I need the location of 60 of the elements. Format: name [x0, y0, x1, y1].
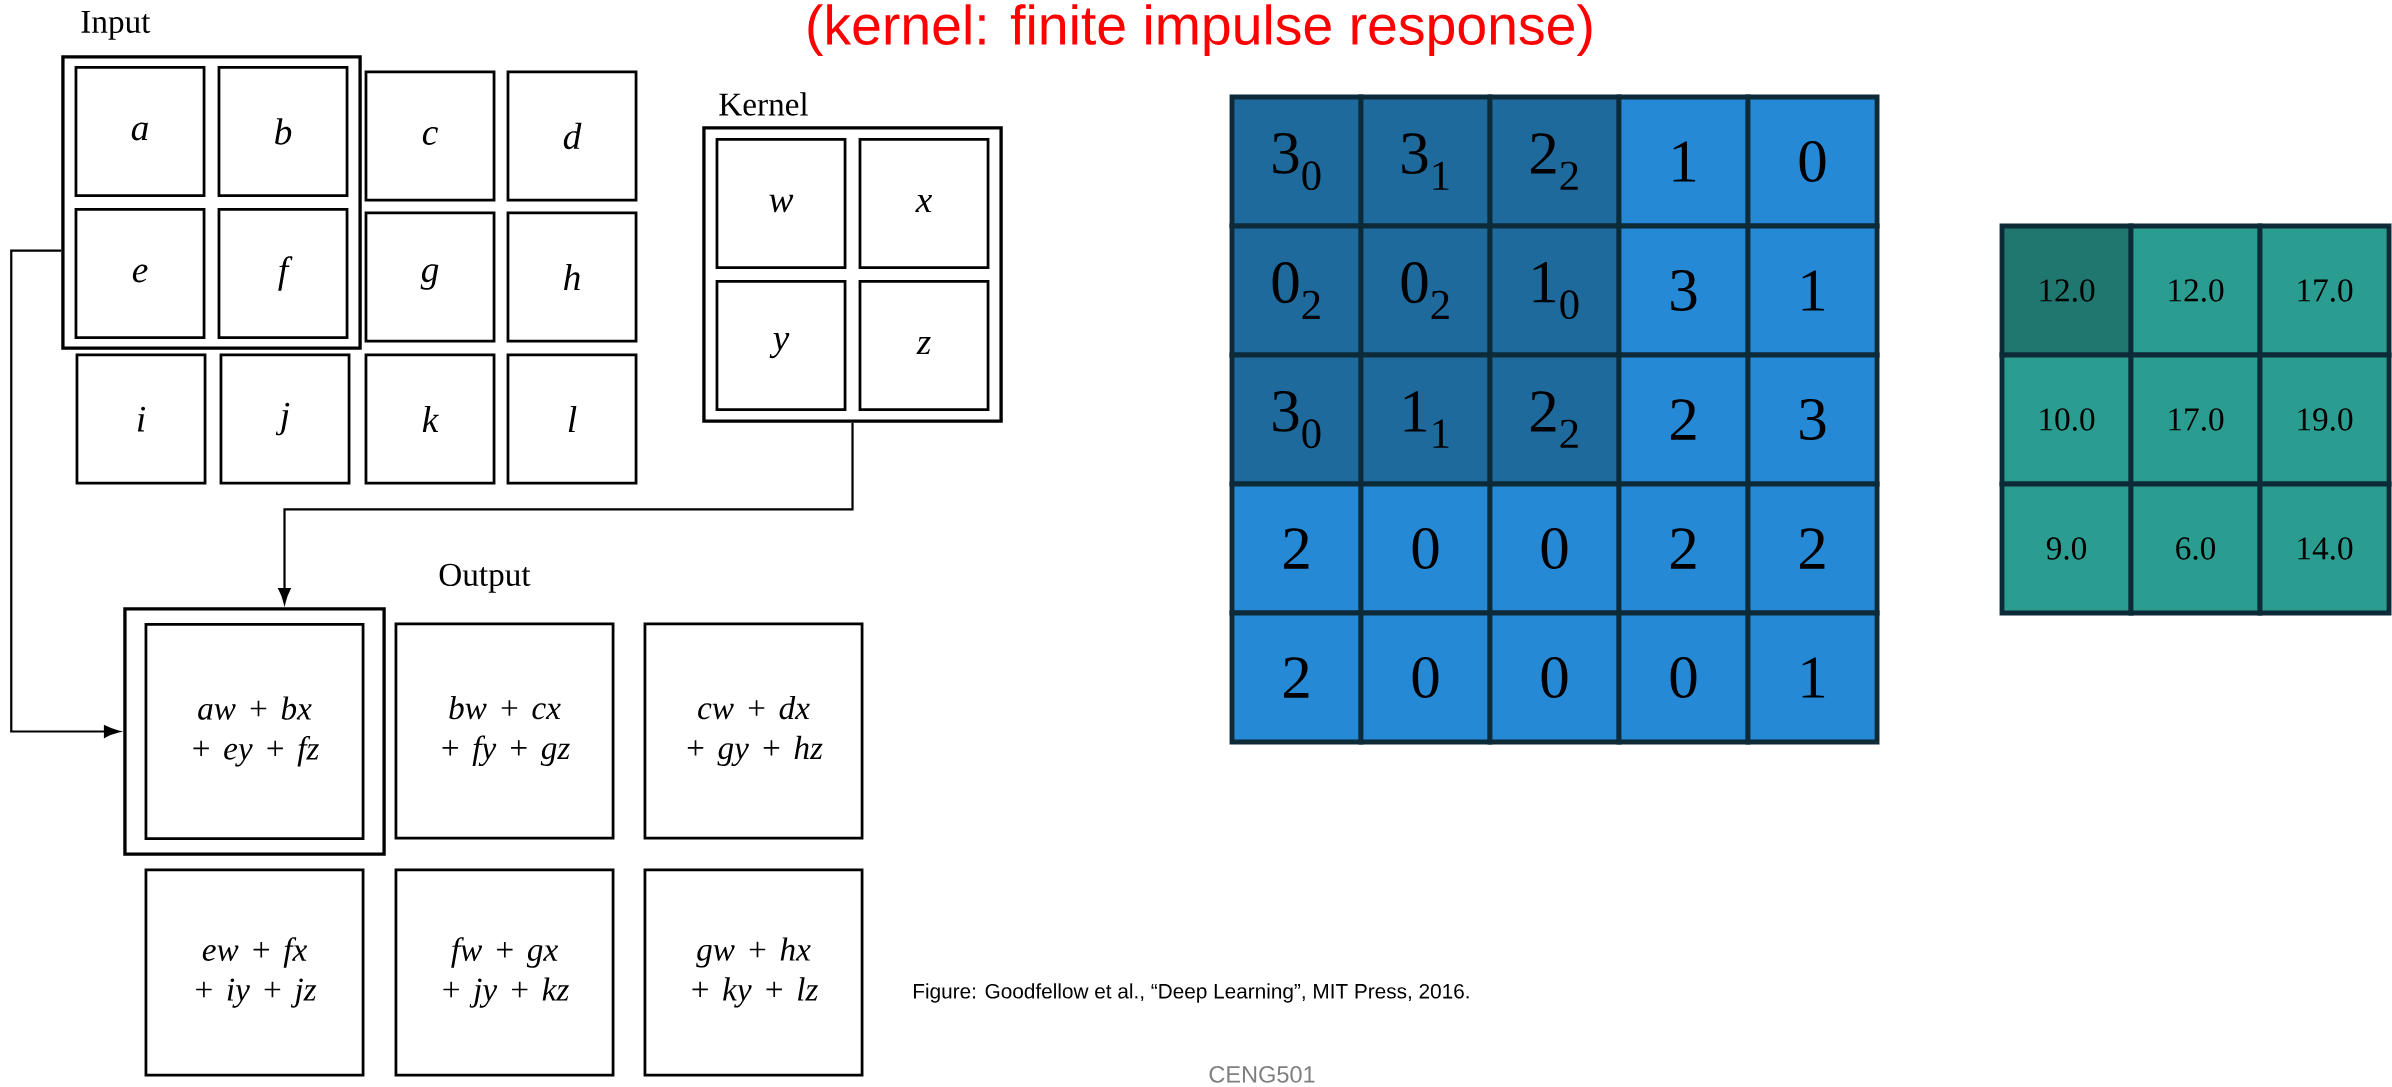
grid-heading: Input: [81, 10, 151, 40]
grid-cell: 0: [1358, 481, 1493, 616]
input-cell: g: [364, 211, 496, 343]
grid-cell: 3: [1745, 352, 1880, 487]
input-cell: b: [217, 66, 349, 197]
grid-cell: 17.0: [2128, 352, 2263, 487]
input-cell: j: [219, 353, 351, 485]
title: (kernel: finite impulse response): [808, 4, 1592, 56]
output-cell: bw + cx + fy + gz: [394, 622, 615, 840]
grid-cell: 3$_{1}$: [1358, 94, 1493, 229]
output-cell: aw + bx + ey + fz: [144, 623, 365, 840]
grid-cell: 19.0: [2257, 352, 2392, 487]
grid-cell: 0$_{2}$: [1358, 223, 1493, 358]
output-cell: ew + fx + iy + jz: [144, 868, 365, 1077]
node-label: Kernel: [719, 92, 809, 116]
grid-cell: 2: [1229, 481, 1364, 616]
grid-cell: 3$_{0}$: [1229, 352, 1364, 487]
grid-cell: 2: [1229, 610, 1364, 745]
output-cell: fw + gx + jy + kz: [394, 868, 615, 1077]
grid-cell: 2$_{2}$: [1487, 352, 1622, 487]
grid-cell: 12.0: [2128, 223, 2263, 358]
kernel-cell: w: [715, 138, 847, 269]
grid-cell: 12.0: [1999, 223, 2134, 358]
grid-cell: 17.0: [2257, 223, 2392, 358]
grid-cell: 14.0: [2257, 481, 2392, 616]
footer-text: CENG501: [1209, 1066, 1315, 1083]
grid-cell: 10.0: [1999, 352, 2134, 487]
output-cell: gw + hx + ky + lz: [643, 868, 864, 1077]
input-cell: f: [217, 208, 349, 339]
grid-cell: 0: [1745, 94, 1880, 229]
grid-cell: 0: [1487, 610, 1622, 745]
grid-cell: 2: [1616, 481, 1751, 616]
grid-cell: 2$_{2}$: [1487, 94, 1622, 229]
grid-cell: 3$_{0}$: [1229, 94, 1364, 229]
window-frame: [123, 607, 386, 856]
grid-cell: 2: [1616, 352, 1751, 487]
grid-cell: 2: [1745, 481, 1880, 616]
kernel-cell: z: [858, 280, 990, 411]
grid-cell: 1: [1745, 223, 1880, 358]
grid-cell: 3: [1616, 223, 1751, 358]
kernel-cell: y: [715, 280, 847, 411]
grid-cell: 9.0: [1999, 481, 2134, 616]
input-cell: d: [506, 70, 638, 202]
kernel-cell: x: [858, 138, 990, 269]
grid-cell: 1$_{0}$: [1487, 223, 1622, 358]
window-frame: [61, 55, 362, 350]
grid-cell: 1: [1745, 610, 1880, 745]
grid-cell: 1: [1616, 94, 1751, 229]
input-cell: c: [364, 70, 496, 202]
grid-cell: 0$_{2}$: [1229, 223, 1364, 358]
grid-cell: 0: [1358, 610, 1493, 745]
grid-cell: 0: [1616, 610, 1751, 745]
caption: Figure: Goodfellow et al., “Deep Learning”, MIT Press, 2016.: [914, 983, 1469, 1003]
input-cell: e: [74, 208, 206, 339]
grid-cell: 1$_{1}$: [1358, 352, 1493, 487]
output-cell: cw + dx + gy + hz: [643, 622, 864, 840]
input-cell: a: [74, 66, 206, 197]
grid-cell: 6.0: [2128, 481, 2263, 616]
grid-cell: 0: [1487, 481, 1622, 616]
input-cell: h: [506, 211, 638, 343]
